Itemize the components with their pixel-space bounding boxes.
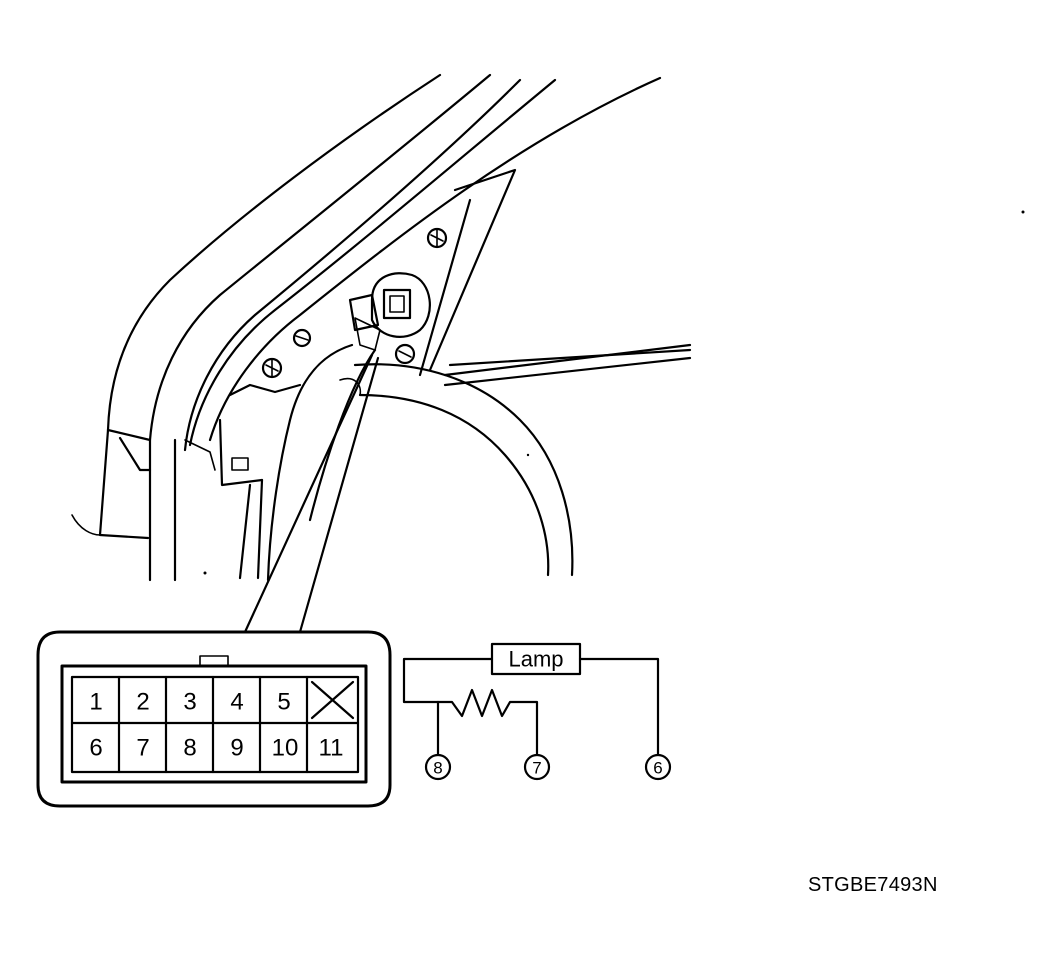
- pin-number: 1: [89, 689, 102, 716]
- pin-number: 10: [272, 735, 299, 762]
- vehicle-quarter-panel-illustration: [71, 73, 1025, 634]
- pin-number: 7: [136, 735, 149, 762]
- pin-number: 2: [136, 689, 149, 716]
- terminal-circle: [523, 753, 551, 781]
- terminal-number: 7: [532, 759, 541, 778]
- terminal-circle: [644, 753, 672, 781]
- pin-number: 5: [277, 689, 290, 716]
- pin-number: 9: [230, 735, 243, 762]
- terminal-number: 6: [653, 759, 662, 778]
- connector-callout-frame: [36, 630, 392, 808]
- figure-code: STGBE7493N: [808, 874, 938, 896]
- terminal-circle: [424, 753, 452, 781]
- pin-number: 4: [230, 689, 243, 716]
- pin-number: 6: [89, 735, 102, 762]
- connector-pin-grid: [70, 675, 360, 774]
- connector-face-view: 1 2 3 4 5 6 7 8 9 10 11: [36, 630, 392, 808]
- pin-number: 11: [319, 735, 344, 762]
- pin-number: 3: [183, 689, 196, 716]
- pin-number: 8: [183, 735, 196, 762]
- crossed-box-icon: [310, 680, 355, 720]
- zigzag-resistor-icon: [436, 688, 539, 756]
- lamp-label: Lamp: [508, 647, 563, 672]
- terminal-number: 8: [433, 759, 442, 778]
- lamp-circuit-schematic: Lamp 8 7 6: [402, 642, 672, 781]
